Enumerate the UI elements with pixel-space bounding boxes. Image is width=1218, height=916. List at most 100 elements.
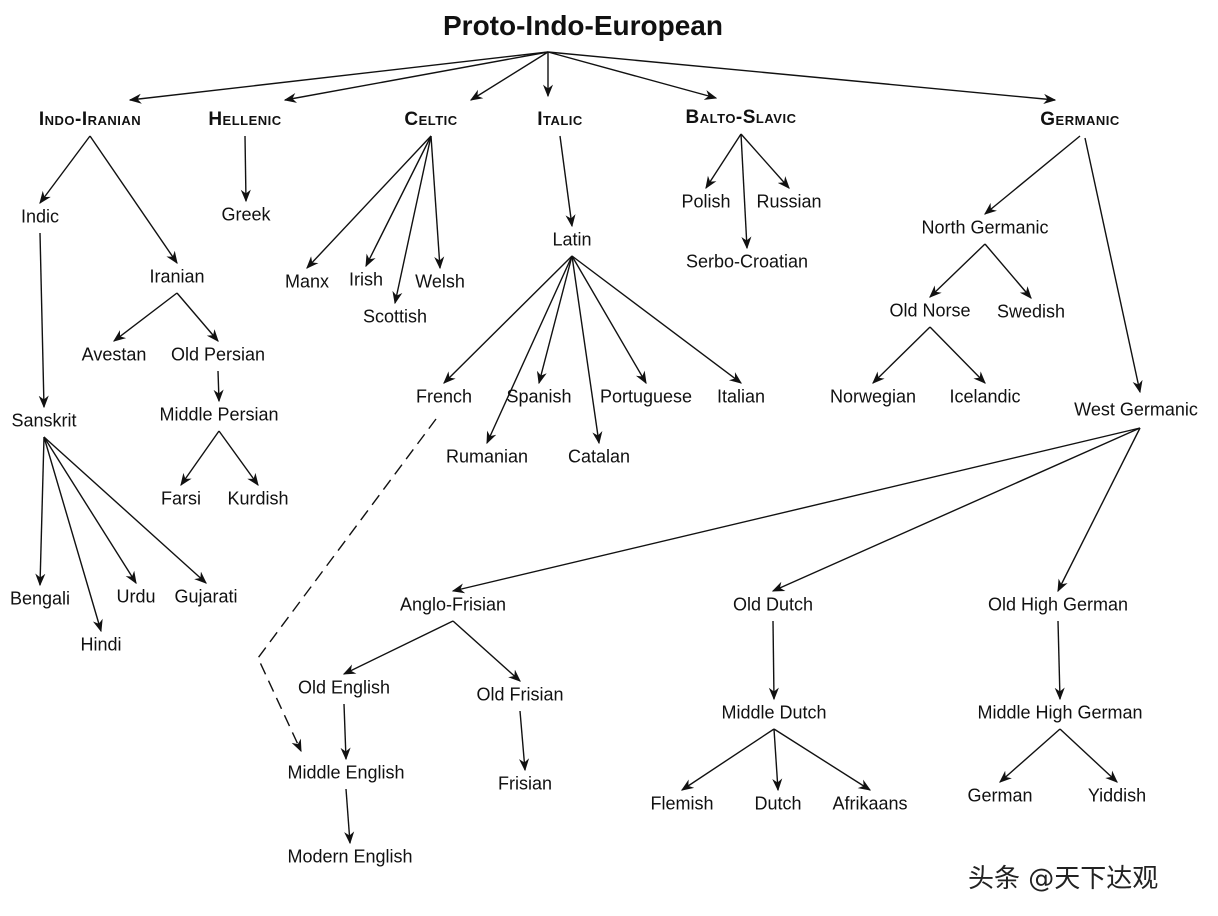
node-modern-english: Modern English: [287, 846, 413, 867]
node-balto-slavic: Balto-Slavic: [685, 107, 797, 128]
edge-celtic-to-irish: [365, 135, 432, 268]
node-irish: Irish: [348, 269, 384, 290]
edge-latin-to-catalan: [571, 255, 603, 445]
edge-hellenic-to-greek: [240, 135, 251, 203]
edge-old-norse-to-icelandic: [929, 326, 986, 384]
node-old-persian: Old Persian: [170, 344, 266, 365]
node-portuguese: Portuguese: [599, 386, 693, 407]
node-avestan: Avestan: [81, 344, 147, 365]
node-flemish: Flemish: [650, 793, 714, 814]
edge-germanic-to-north-germanic: [984, 135, 1081, 215]
edge-anglo-frisian-to-old-english: [342, 620, 454, 675]
edge-indo-iranian-to-iranian: [89, 135, 178, 265]
node-catalan: Catalan: [567, 446, 631, 467]
node-frisian: Frisian: [497, 773, 553, 794]
edge-old-frisian-to-frisian: [519, 710, 530, 772]
node-yiddish: Yiddish: [1087, 785, 1147, 806]
edge-west-germanic-to-old-dutch: [771, 427, 1141, 592]
node-scottish: Scottish: [362, 306, 428, 327]
edge-pie-to-balto-slavic: [547, 51, 718, 100]
node-old-norse: Old Norse: [889, 300, 971, 321]
edge-middle-persian-to-kurdish: [218, 430, 259, 487]
node-hindi: Hindi: [80, 634, 122, 655]
edge-balto-slavic-to-serbo-croatian: [740, 133, 752, 250]
node-greek: Greek: [221, 204, 271, 225]
edge-old-dutch-to-middle-dutch: [768, 620, 779, 701]
node-rumanian: Rumanian: [445, 446, 529, 467]
edge-latin-to-rumanian: [486, 255, 573, 445]
node-old-frisian: Old Frisian: [476, 684, 564, 705]
edge-sanskrit-to-hindi: [43, 436, 103, 633]
edge-latin-to-french: [443, 255, 573, 384]
node-italian: Italian: [716, 386, 766, 407]
node-celtic: Celtic: [404, 109, 458, 130]
edge-indic-to-sanskrit: [38, 232, 49, 409]
edge-west-germanic-to-anglo-frisian: [451, 427, 1141, 594]
node-gujarati: Gujarati: [174, 586, 238, 607]
node-north-germanic: North Germanic: [921, 217, 1049, 238]
node-german: German: [967, 785, 1033, 806]
edge-latin-to-spanish: [536, 255, 573, 385]
node-serbo-croatian: Serbo-Croatian: [685, 251, 809, 272]
node-italic: Italic: [537, 109, 583, 130]
node-old-dutch: Old Dutch: [732, 594, 814, 615]
node-west-germanic: West Germanic: [1074, 399, 1198, 420]
node-afrikaans: Afrikaans: [832, 793, 908, 814]
edge-old-english-to-middle-english: [340, 703, 351, 761]
watermark: 头条 @天下达观: [968, 864, 1159, 894]
edge-north-germanic-to-old-norse: [929, 243, 986, 298]
edge-pie-to-celtic: [469, 51, 549, 101]
edge-middle-english-to-modern-english: [344, 788, 355, 845]
node-icelandic: Icelandic: [949, 386, 1021, 407]
node-polish: Polish: [681, 191, 731, 212]
edge-pie-to-indo-iranian: [128, 51, 549, 104]
node-sanskrit: Sanskrit: [11, 410, 77, 431]
node-old-english: Old English: [297, 677, 391, 698]
edge-sanskrit-to-urdu: [43, 436, 137, 585]
node-swedish: Swedish: [996, 301, 1066, 322]
edge-sanskrit-to-gujarati: [43, 436, 207, 584]
node-urdu: Urdu: [116, 586, 156, 607]
edge-pie-to-germanic: [547, 51, 1057, 104]
edge-italic-to-latin: [559, 135, 576, 228]
node-old-high-german: Old High German: [987, 594, 1129, 615]
node-middle-dutch: Middle Dutch: [721, 702, 827, 723]
node-indic: Indic: [20, 206, 60, 227]
edge-celtic-to-manx: [306, 135, 432, 269]
edge-celtic-to-welsh: [430, 135, 445, 270]
node-spanish: Spanish: [506, 386, 572, 407]
node-iranian: Iranian: [149, 266, 205, 287]
edge-north-germanic-to-swedish: [984, 243, 1032, 299]
edge-middle-dutch-to-afrikaans: [773, 728, 872, 791]
edge-iranian-to-avestan: [112, 292, 178, 342]
edge-balto-slavic-to-russian: [740, 133, 790, 189]
edge-latin-to-italian: [571, 255, 743, 384]
edge-anglo-frisian-to-old-frisian: [452, 620, 521, 682]
node-norwegian: Norwegian: [829, 386, 917, 407]
node-welsh: Welsh: [415, 271, 465, 292]
edge-pie-to-hellenic: [283, 51, 549, 103]
node-manx: Manx: [284, 271, 330, 292]
node-anglo-frisian: Anglo-Frisian: [399, 594, 507, 615]
edge-middle-dutch-to-flemish: [680, 728, 775, 791]
node-middle-high-german: Middle High German: [977, 702, 1143, 723]
edge-celtic-to-scottish: [392, 135, 432, 305]
edge-middle-persian-to-farsi: [180, 430, 220, 487]
node-latin: Latin: [552, 229, 592, 250]
node-indo-iranian: Indo-Iranian: [38, 109, 142, 130]
edge-germanic-to-west-germanic: [1084, 137, 1143, 394]
edge-west-germanic-to-old-high-german: [1057, 427, 1141, 593]
node-farsi: Farsi: [161, 488, 201, 509]
edge-old-norse-to-norwegian: [872, 326, 931, 384]
node-middle-persian: Middle Persian: [159, 404, 279, 425]
edge-old-persian-to-middle-persian: [213, 370, 224, 403]
edge-middle-high-german-to-german: [999, 728, 1061, 783]
edge-old-high-german-to-middle-high-german: [1054, 620, 1065, 701]
node-bengali: Bengali: [9, 588, 71, 609]
node-russian: Russian: [756, 191, 822, 212]
edge-middle-high-german-to-yiddish: [1059, 728, 1118, 783]
node-middle-english: Middle English: [287, 762, 405, 783]
edge-indo-iranian-to-indic: [39, 135, 91, 205]
